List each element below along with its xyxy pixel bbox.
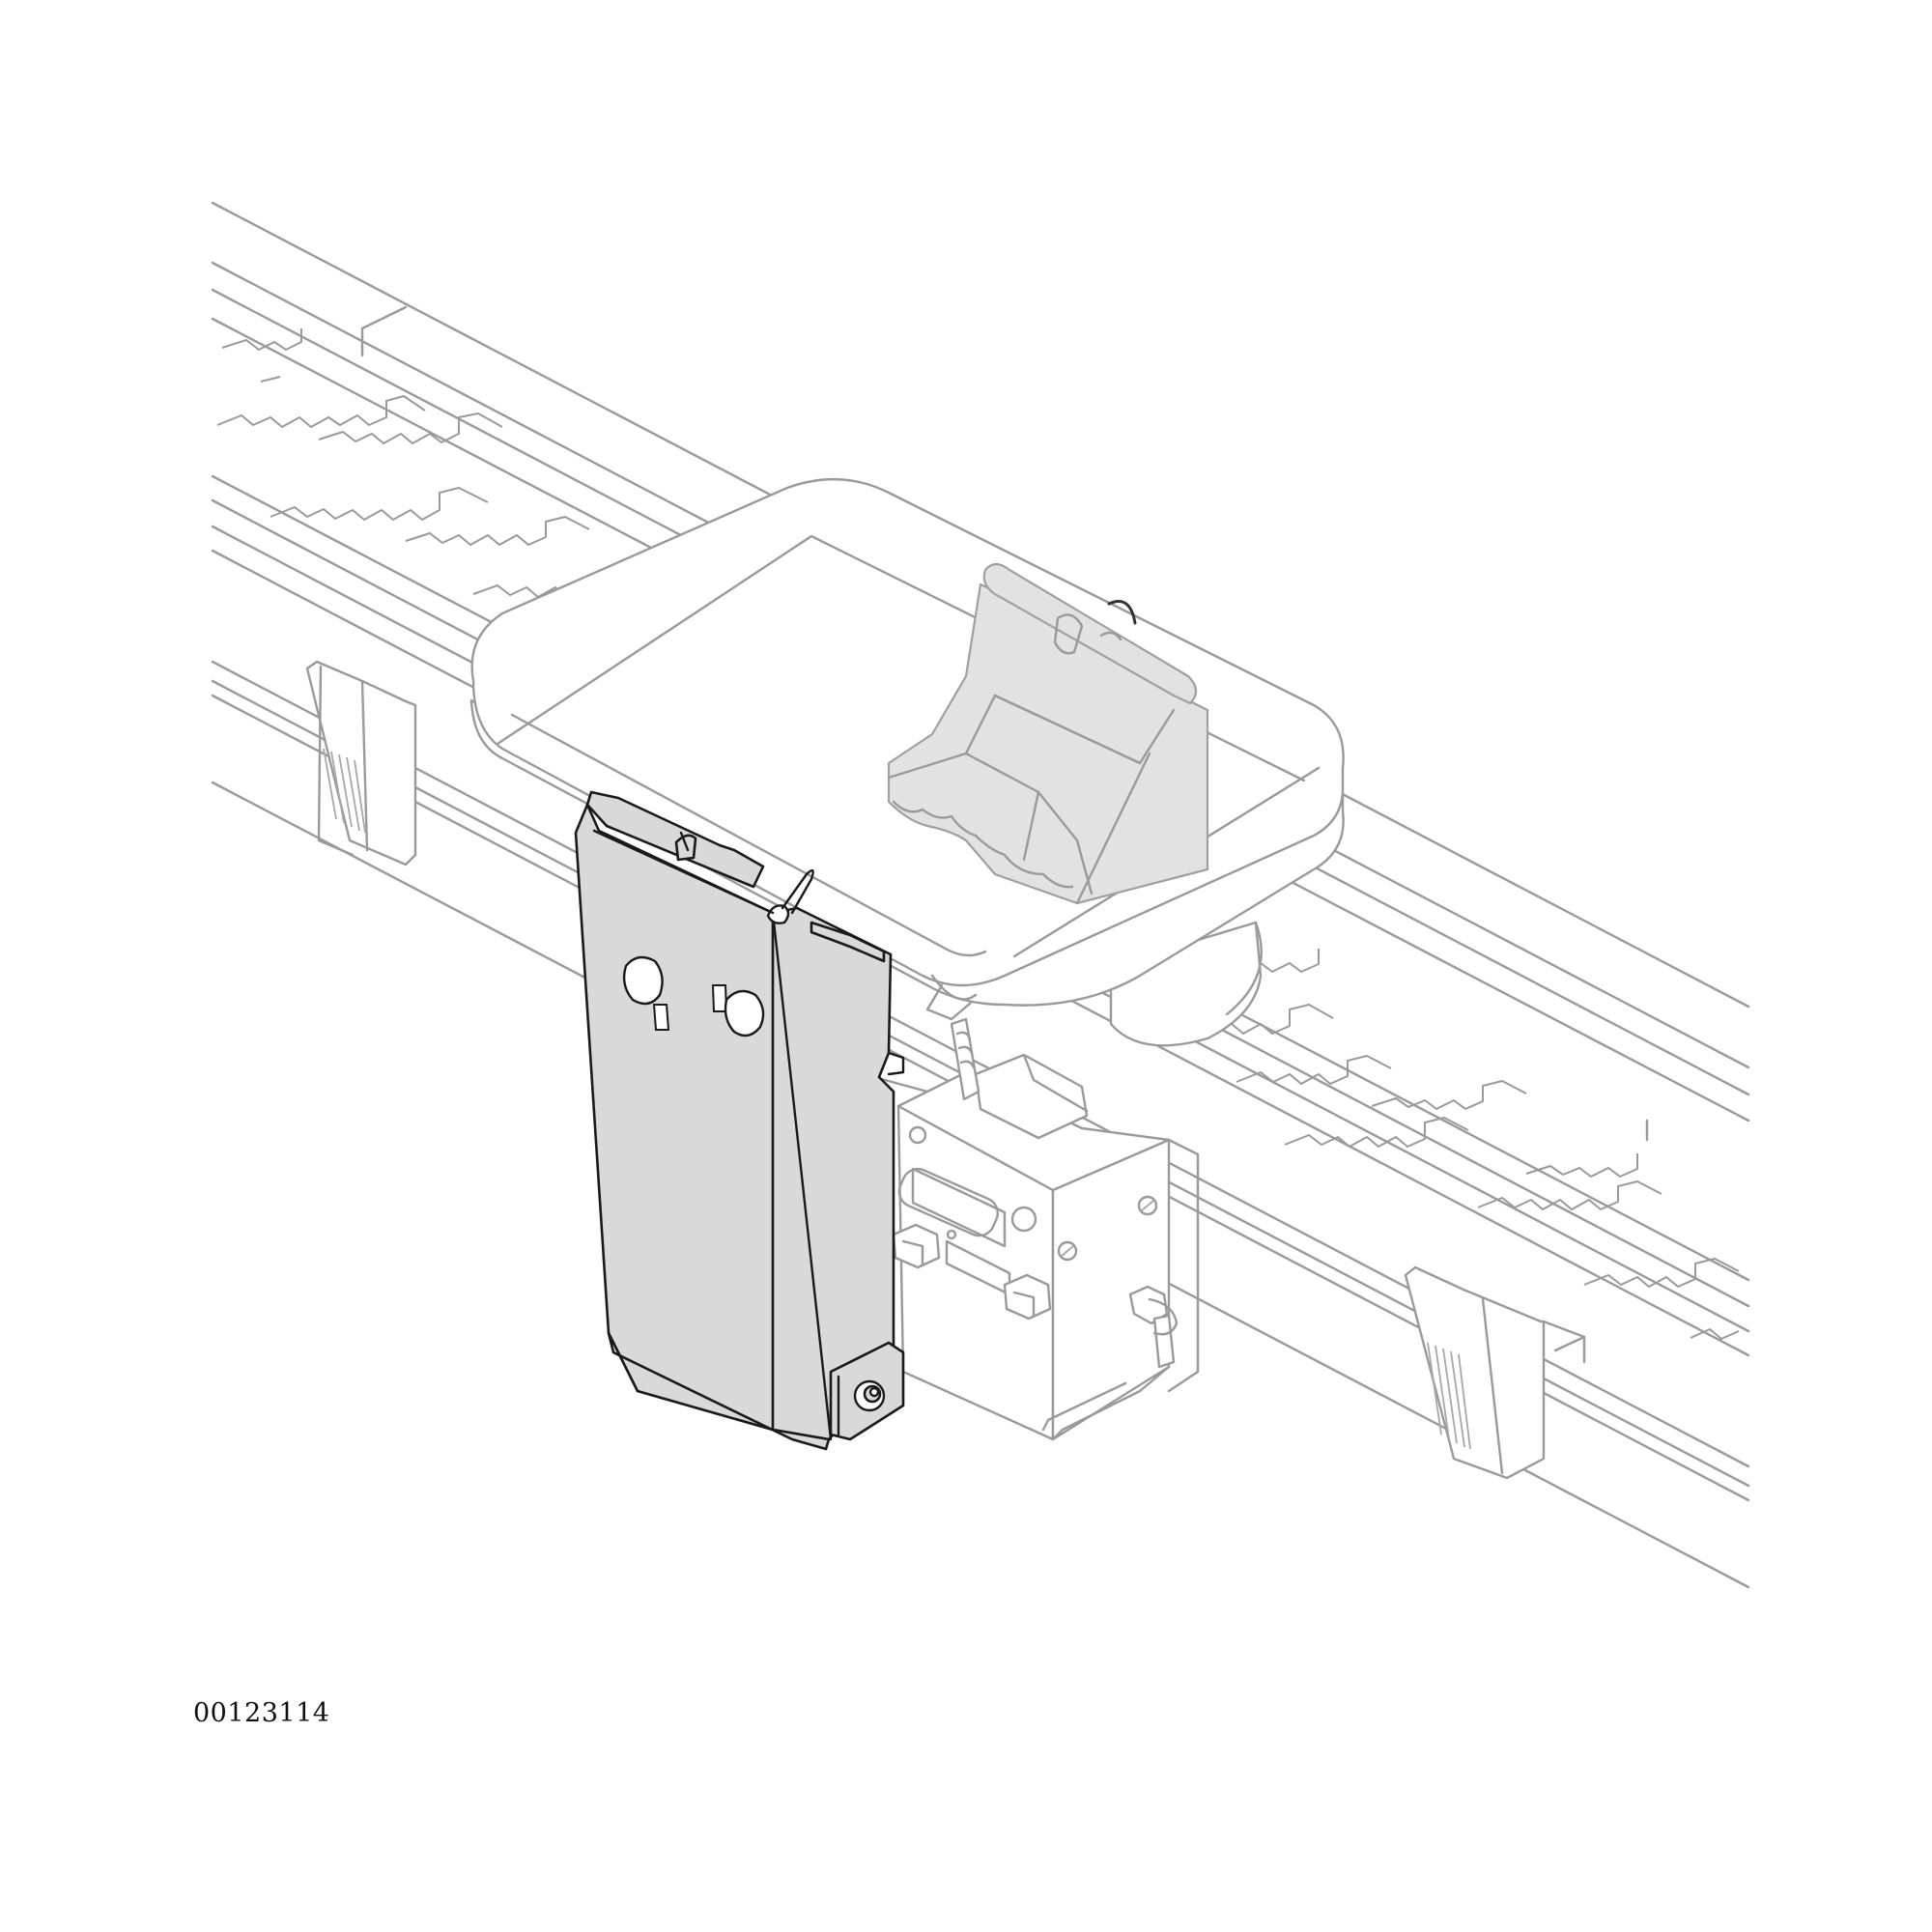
workpiece-holder [887,562,1209,905]
rail-clip-right [1404,1265,1586,1480]
figure-id-label: 00123114 [193,1698,330,1728]
mounting-bracket [574,790,905,1451]
rail-clip-left [305,660,417,867]
stop-block-unit [872,1017,1200,1441]
